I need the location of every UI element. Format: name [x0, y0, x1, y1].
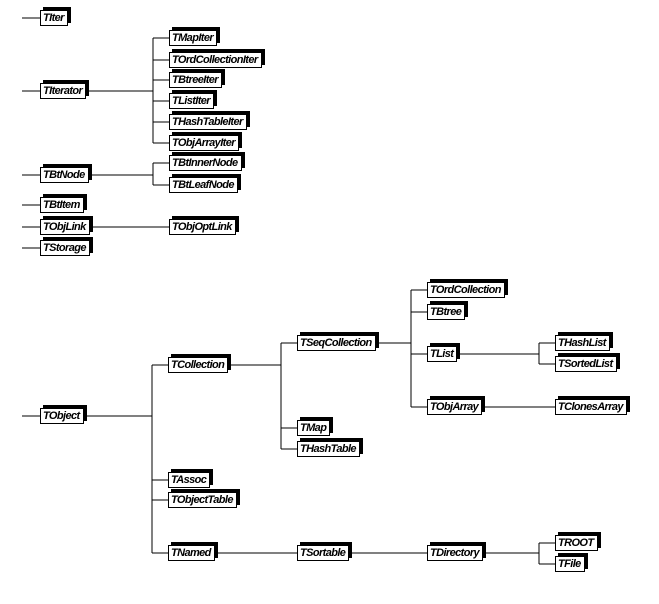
class-node-troot[interactable]: TROOT [555, 535, 598, 551]
class-node-tordcollection[interactable]: TOrdCollection [427, 282, 505, 298]
class-node-tobjarrayiter[interactable]: TObjArrayIter [169, 135, 239, 151]
class-node-tobjarray[interactable]: TObjArray [427, 399, 483, 415]
class-node-tnamed[interactable]: TNamed [168, 545, 215, 561]
class-node-tsortedlist[interactable]: TSortedList [555, 356, 617, 372]
class-node-tbtnode[interactable]: TBtNode [40, 167, 89, 183]
class-node-tfile[interactable]: TFile [555, 556, 585, 572]
class-node-tbtinnernode[interactable]: TBtInnerNode [169, 155, 242, 171]
class-node-thashtableiter[interactable]: THashTableIter [169, 114, 247, 130]
class-node-tobjlink[interactable]: TObjLink [40, 219, 90, 235]
class-node-tbtleafnode[interactable]: TBtLeafNode [169, 177, 238, 193]
class-node-titerator[interactable]: TIterator [40, 83, 87, 99]
class-node-tstorage[interactable]: TStorage [40, 240, 90, 256]
class-node-tobject[interactable]: TObject [40, 408, 84, 424]
class-node-tmapiter[interactable]: TMapIter [169, 30, 218, 46]
class-node-tcollection[interactable]: TCollection [168, 357, 229, 373]
class-node-tassoc[interactable]: TAssoc [168, 472, 211, 488]
class-node-titer[interactable]: TIter [40, 10, 68, 26]
class-node-thashtable[interactable]: THashTable [297, 441, 360, 457]
class-node-tmap[interactable]: TMap [297, 420, 331, 436]
class-node-tsortable[interactable]: TSortable [297, 545, 350, 561]
class-node-tobjecttable[interactable]: TObjectTable [168, 492, 237, 508]
class-node-tlistiter[interactable]: TListIter [169, 93, 214, 109]
class-node-tlist[interactable]: TList [427, 346, 458, 362]
class-node-thashlist[interactable]: THashList [555, 335, 610, 351]
class-node-tbtreeiter[interactable]: TBtreeIter [169, 72, 222, 88]
class-node-tclonesarray[interactable]: TClonesArray [555, 399, 627, 415]
class-node-tseqcollection[interactable]: TSeqCollection [297, 335, 376, 351]
class-node-tordcollectioniter[interactable]: TOrdCollectionIter [169, 52, 262, 68]
class-node-tobjoptlink[interactable]: TObjOptLink [169, 219, 236, 235]
class-node-tdirectory[interactable]: TDirectory [427, 545, 484, 561]
class-node-tbtree[interactable]: TBtree [427, 304, 466, 320]
class-node-tbtitem[interactable]: TBtItem [40, 197, 84, 213]
